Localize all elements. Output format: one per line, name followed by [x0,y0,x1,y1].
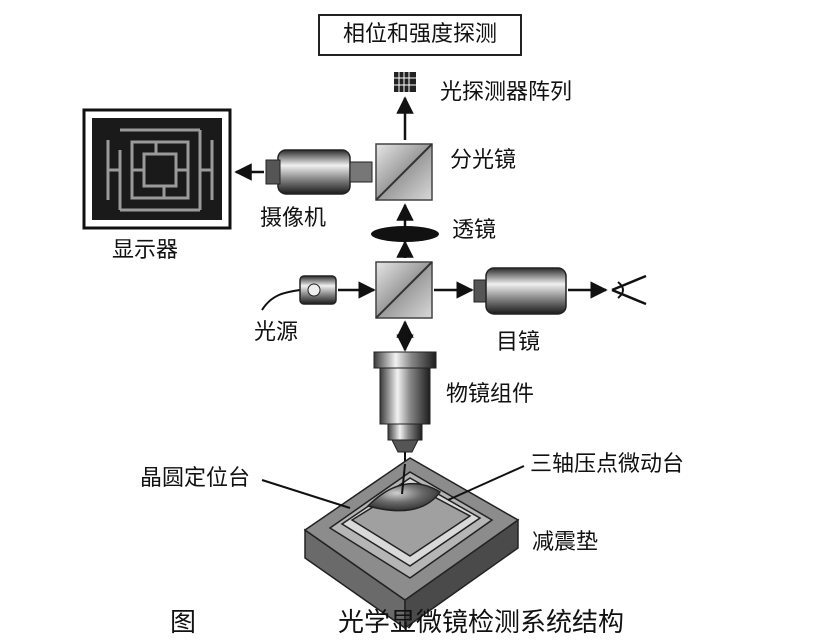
wafer-chuck-dome [366,482,442,512]
label-wafer-stage: 晶圆定位台 [140,466,251,491]
leader-wafer-stage [261,479,351,509]
objective-assembly-icon [373,351,437,453]
eyepiece-icon [473,267,567,315]
label-damping-pad: 减震垫 [532,530,599,555]
label-lens: 透镜 [452,218,497,243]
label-beam-splitter: 分光镜 [450,148,517,173]
label-display: 显示器 [112,238,179,263]
label-objective: 物镜组件 [446,382,535,407]
label-camera: 摄像机 [260,206,327,231]
page-title: 相位和强度探测 [318,14,522,56]
eye-icon [611,274,647,306]
probe-tip-line [401,463,406,495]
caption-text: 光学显微镜检测系统结构 [338,608,625,638]
light-source-icon [261,275,337,311]
label-detector-array: 光探测器阵列 [440,80,573,105]
label-three-axis-stage: 三轴压点微动台 [530,452,685,477]
leader-three-axis [447,465,525,501]
display-monitor-icon [82,108,232,230]
lens-icon [371,226,439,242]
detector-array-icon [394,72,416,92]
upper-beam-splitter [375,143,433,201]
caption-prefix: 图 [170,608,197,638]
lower-beam-splitter [375,261,433,319]
label-eyepiece: 目镜 [496,330,541,355]
camera-icon [265,149,373,195]
label-light-source: 光源 [254,320,299,345]
